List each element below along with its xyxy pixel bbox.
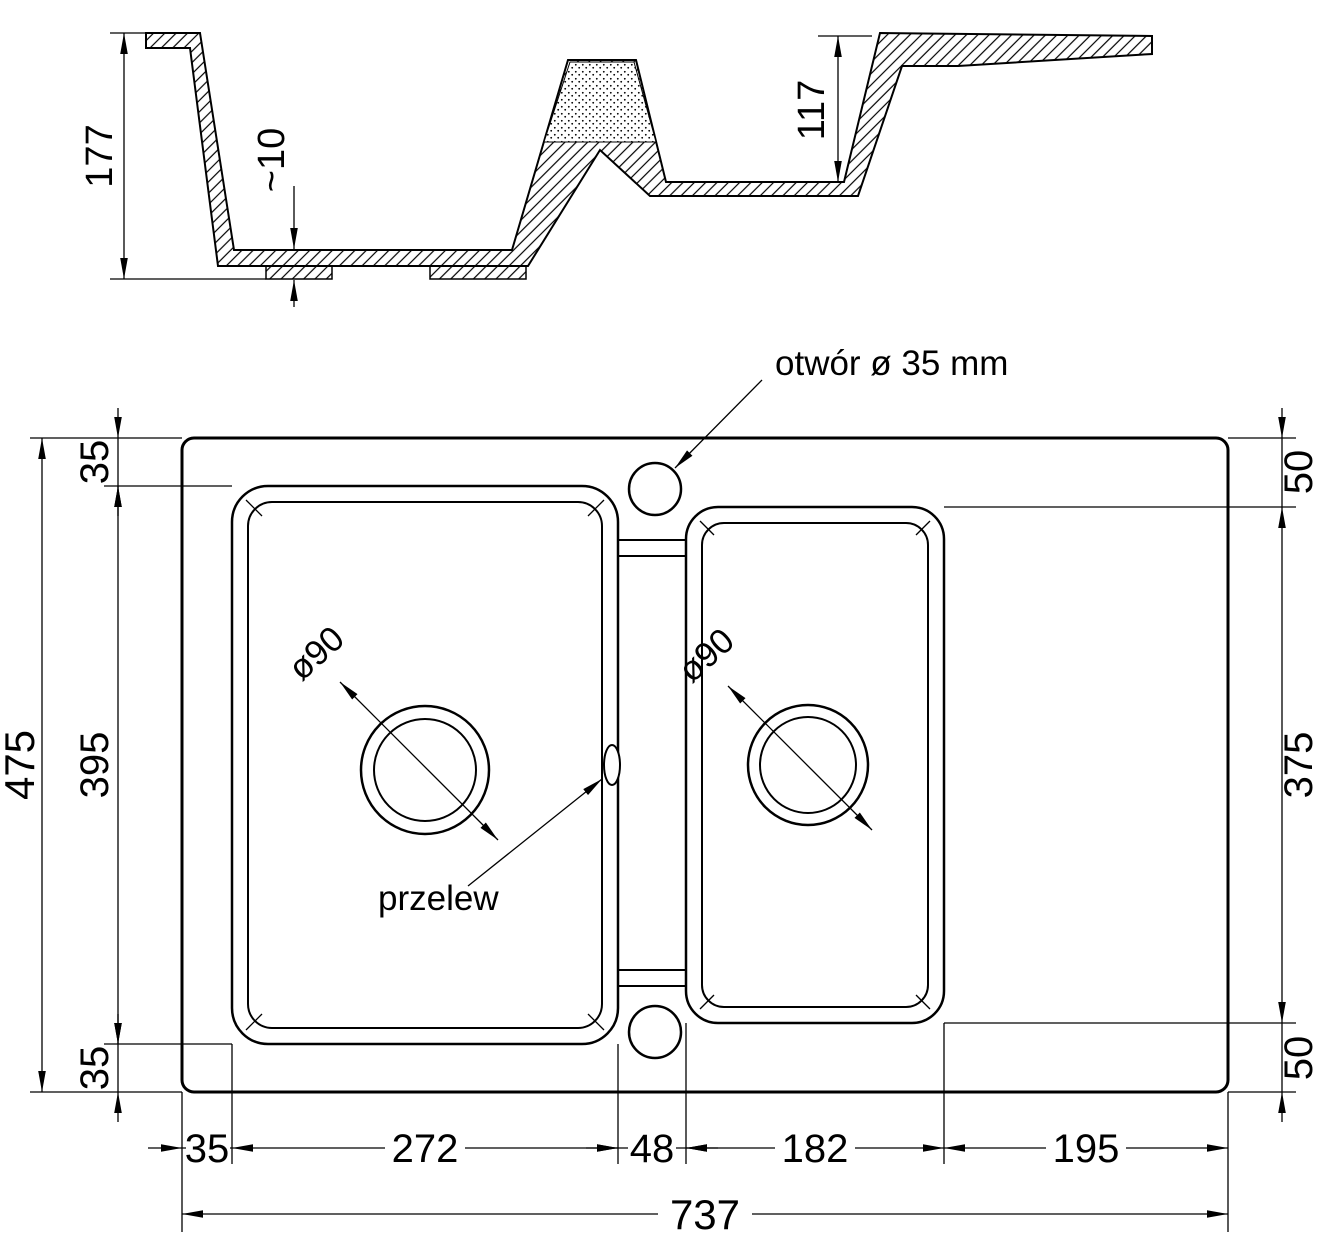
sink-outline bbox=[180, 436, 1230, 1094]
dim-small-bowl-depth: 117 bbox=[791, 35, 872, 182]
dim-small-bowl-depth-label: 117 bbox=[791, 80, 833, 141]
dim-bowl-length-label: 395 bbox=[73, 732, 117, 799]
small-bowl-inner-rim bbox=[701, 522, 929, 1008]
section-body bbox=[145, 31, 1153, 267]
section-pad-left bbox=[265, 265, 333, 280]
small-bowl-drain-inner bbox=[759, 716, 857, 814]
dim-margin-bottom: 35 bbox=[73, 1014, 122, 1122]
large-bowl-outer-rim bbox=[230, 484, 620, 1046]
plan-view: otwór ø 35 mm przelew ø90 ø90 475 bbox=[0, 344, 1321, 1238]
dim-right-top: 50 bbox=[1228, 408, 1321, 507]
section-view: 177 ~10 117 bbox=[79, 31, 1153, 307]
callout-tap-hole-label: otwór ø 35 mm bbox=[775, 344, 1008, 383]
dim-depth-total: 177 bbox=[79, 32, 266, 280]
dim-right-top-label: 50 bbox=[1277, 450, 1321, 495]
section-divider-stipple bbox=[543, 61, 657, 143]
tap-hole bbox=[627, 461, 683, 517]
dim-bottom-thickness: ~10 bbox=[251, 128, 298, 307]
small-bowl-drain-outer bbox=[746, 703, 870, 827]
dim-gap-label: 48 bbox=[630, 1127, 675, 1171]
dim-margin-top: 35 bbox=[73, 408, 122, 516]
dim-total-height: 475 bbox=[0, 437, 182, 1093]
callout-overflow: przelew bbox=[378, 778, 603, 918]
large-bowl-inner-rim bbox=[247, 501, 603, 1029]
dim-small-bowl-width: 182 bbox=[686, 1126, 944, 1171]
dim-total-width-label: 737 bbox=[670, 1191, 740, 1238]
bowl-bridge-lines bbox=[618, 539, 686, 987]
dim-bowl-length: 395 bbox=[73, 485, 232, 1045]
dim-margin-top-label: 35 bbox=[73, 440, 117, 485]
dim-total-width: 737 bbox=[182, 1191, 1228, 1238]
dim-right-bottom-label: 50 bbox=[1277, 1036, 1321, 1081]
dim-right-bottom: 50 bbox=[1228, 1023, 1321, 1122]
callout-drain-large-label: ø90 bbox=[281, 619, 352, 688]
dim-drainer-width: 195 bbox=[944, 1126, 1228, 1171]
overflow-slot bbox=[603, 744, 621, 786]
dim-depth-total-label: 177 bbox=[79, 124, 121, 187]
dim-total-height-label: 475 bbox=[0, 730, 43, 800]
dim-small-bowl-width-label: 182 bbox=[782, 1127, 849, 1171]
bottom-hole bbox=[627, 1004, 683, 1060]
large-bowl-drain-outer bbox=[359, 704, 491, 836]
large-bowl-drain-inner bbox=[373, 718, 477, 822]
dim-drainer-width-label: 195 bbox=[1053, 1127, 1120, 1171]
small-bowl-outer-rim bbox=[684, 505, 946, 1025]
callout-overflow-label: przelew bbox=[378, 879, 499, 918]
dim-right-small-bowl: 375 bbox=[944, 506, 1321, 1024]
large-bowl-corner-ticks bbox=[245, 499, 605, 1031]
callout-drain-small-label: ø90 bbox=[671, 621, 742, 690]
dim-bowl-width: 272 bbox=[232, 1126, 618, 1171]
dim-bottom-margin: 35 bbox=[148, 1126, 232, 1171]
dim-margin-bottom-label: 35 bbox=[73, 1046, 117, 1091]
dim-bottom-margin-label: 35 bbox=[185, 1127, 230, 1171]
dim-right-small-bowl-label: 375 bbox=[1277, 732, 1321, 799]
dim-gap: 48 bbox=[586, 1126, 718, 1171]
section-pad-right bbox=[429, 265, 527, 280]
dim-bottom-thickness-label: ~10 bbox=[251, 128, 293, 192]
small-bowl-corner-ticks bbox=[699, 520, 931, 1010]
dim-bowl-width-label: 272 bbox=[392, 1127, 459, 1171]
bottom-extension-lines bbox=[181, 1023, 1229, 1232]
callout-tap-hole: otwór ø 35 mm bbox=[674, 344, 1008, 469]
